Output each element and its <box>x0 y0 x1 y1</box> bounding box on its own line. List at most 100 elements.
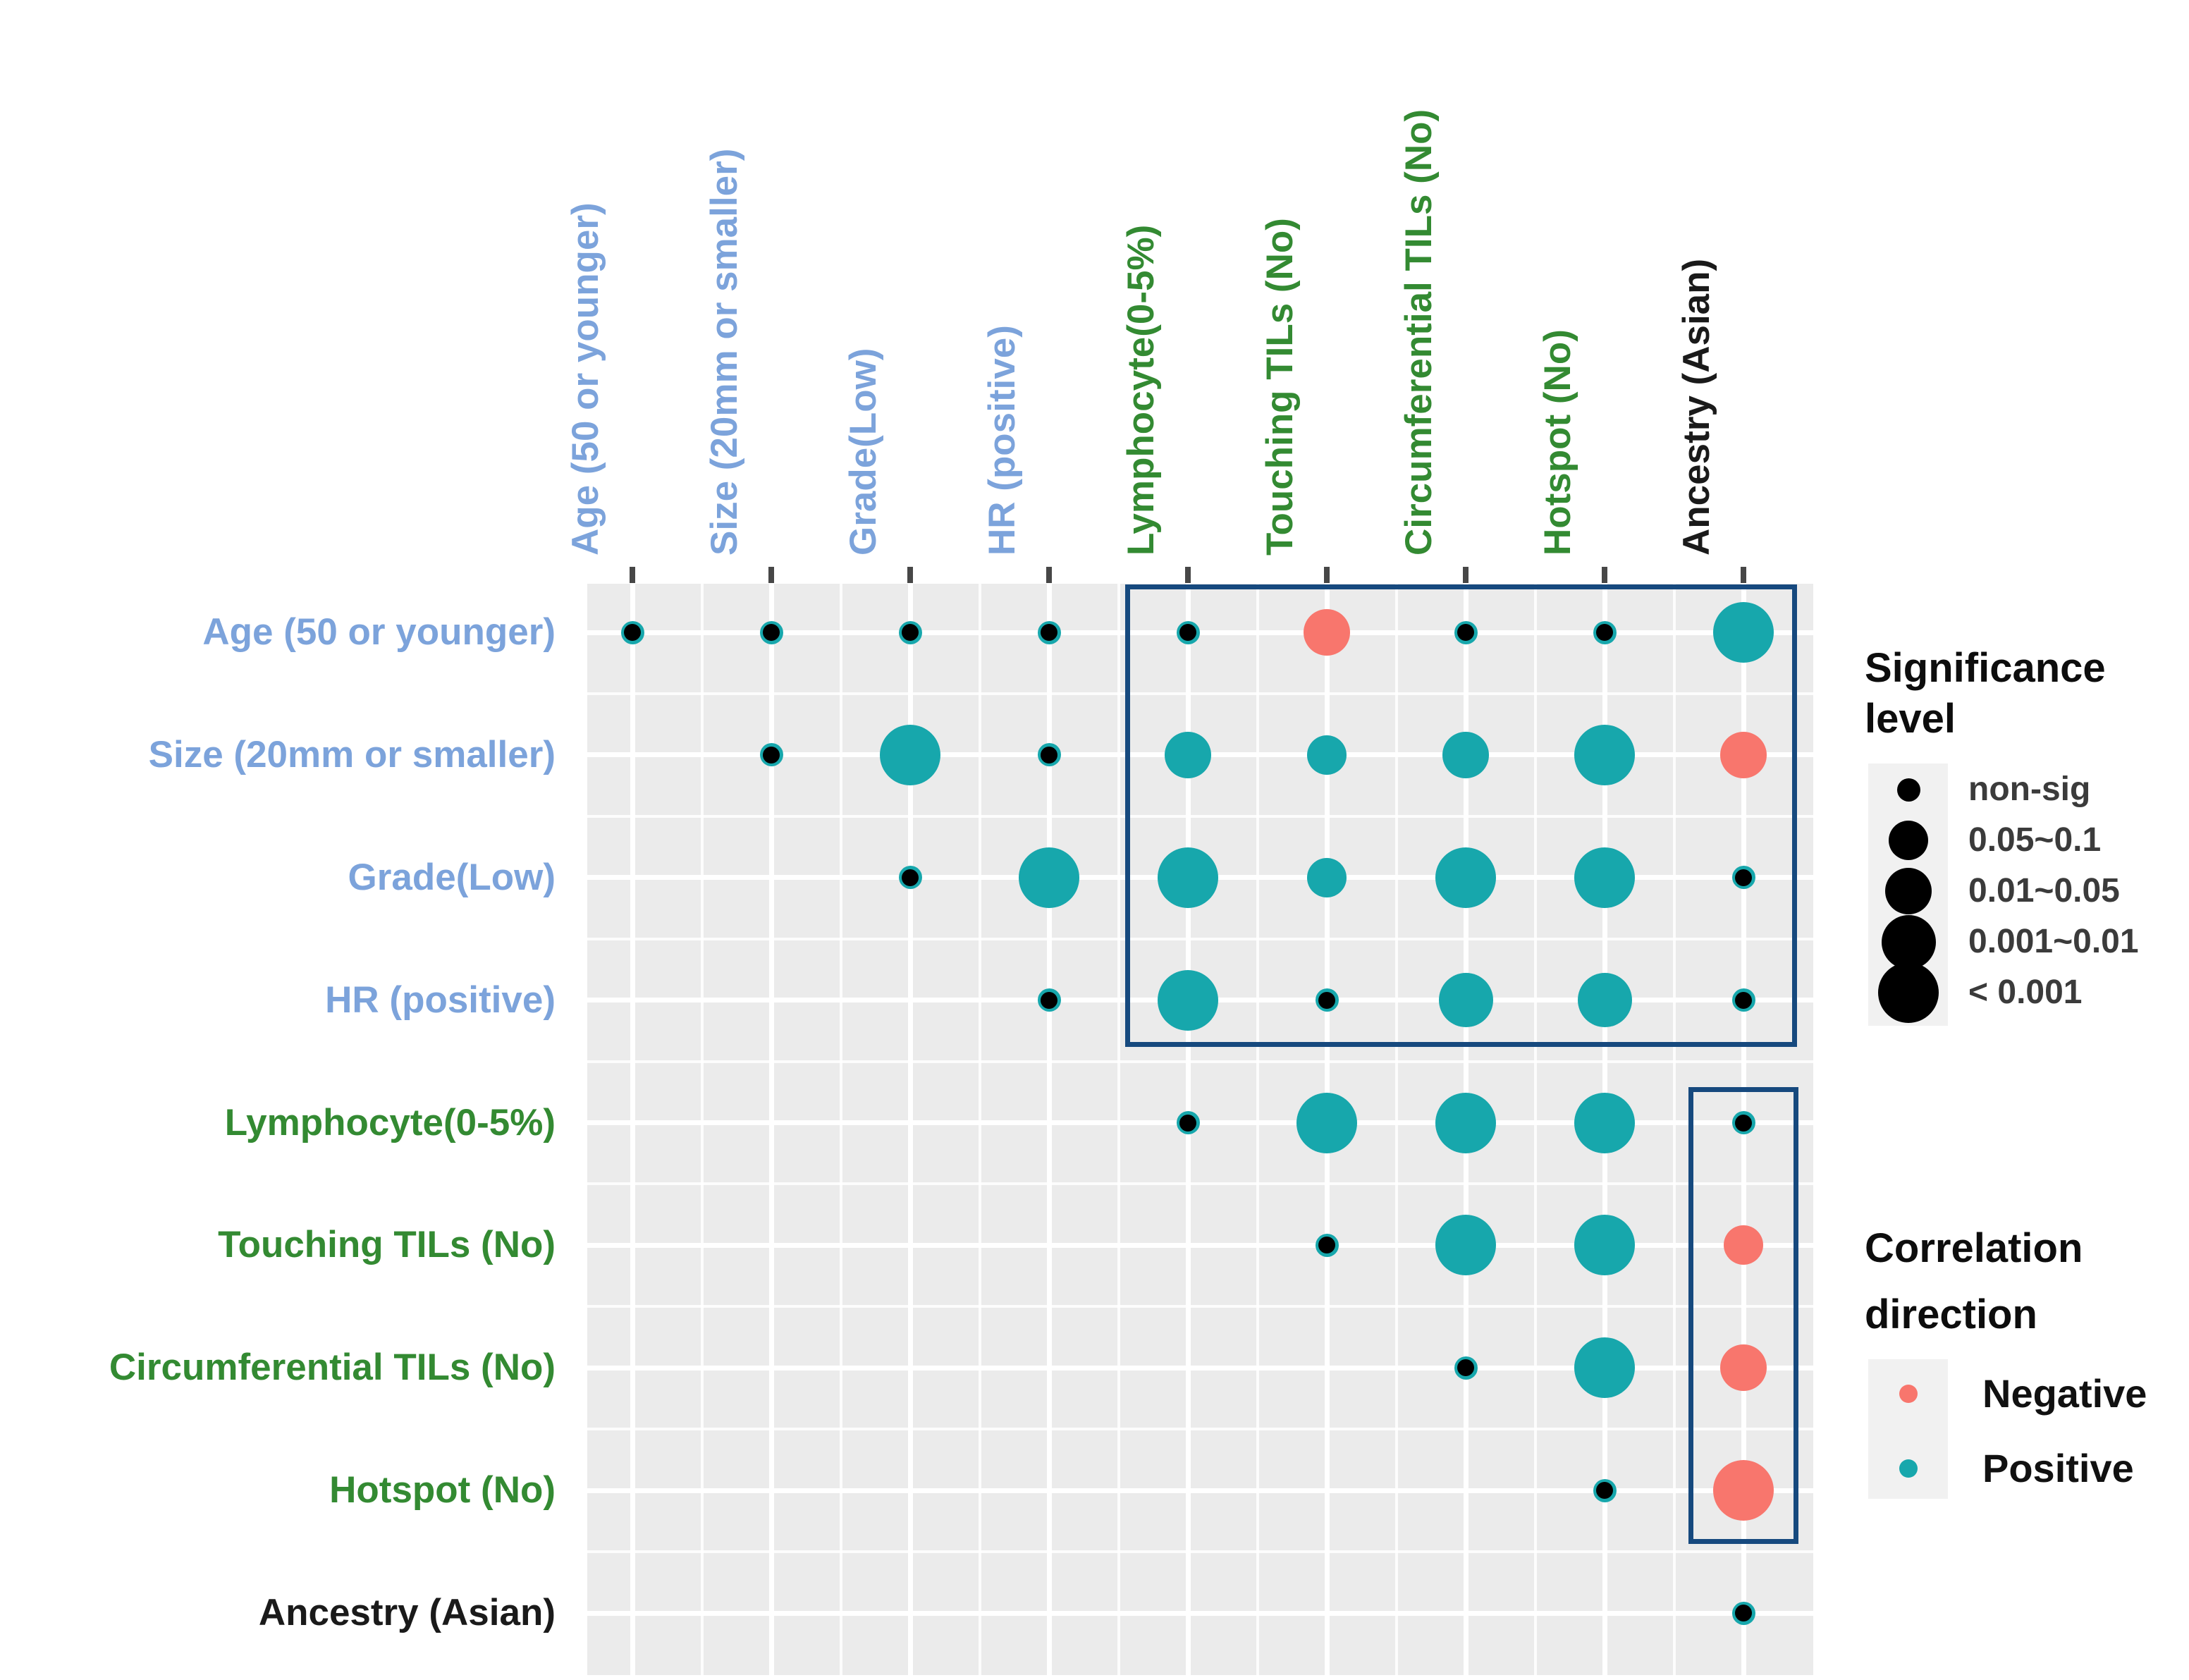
matrix-dot-nonsig <box>1735 1114 1752 1132</box>
matrix-dot-positive <box>1307 857 1347 897</box>
column-label: Ancestry (Asian) <box>1676 258 1717 556</box>
column-tick <box>907 567 913 583</box>
matrix-dot-positive <box>1574 724 1635 785</box>
matrix-dot-negative <box>1724 1225 1763 1265</box>
row-label: Touching TILs (No) <box>218 1224 556 1266</box>
column-label: Hotspot (No) <box>1537 329 1578 556</box>
matrix-dot-positive <box>1296 1092 1357 1153</box>
grid-major-hline <box>587 1488 1813 1493</box>
significance-legend-dot <box>1881 914 1936 969</box>
grid-major-vline <box>630 584 635 1675</box>
grid-minor-vline <box>839 584 842 1675</box>
matrix-dot-positive <box>1574 1215 1635 1276</box>
matrix-dot-positive <box>1435 847 1496 908</box>
grid-major-hline <box>587 630 1813 635</box>
grid-minor-vline <box>1256 584 1259 1675</box>
matrix-dot-positive <box>1574 1337 1635 1399</box>
row-label: Circumferential TILs (No) <box>109 1347 556 1389</box>
matrix-dot-positive <box>1435 1215 1496 1276</box>
matrix-dot-positive <box>1442 731 1489 778</box>
grid-major-hline <box>587 1365 1813 1371</box>
direction-legend-label: Negative <box>1982 1371 2147 1416</box>
grid-minor-hline <box>587 937 1813 940</box>
matrix-dot-nonsig <box>624 624 641 641</box>
significance-legend-title: Significance level <box>1865 643 2106 744</box>
column-label: Circumferential TILs (No) <box>1398 109 1440 556</box>
row-label: Ancestry (Asian) <box>258 1592 556 1633</box>
matrix-dot-negative <box>1720 731 1767 778</box>
column-tick <box>1324 567 1330 583</box>
matrix-dot-positive <box>1574 847 1635 908</box>
matrix-dot-nonsig <box>1596 1482 1613 1500</box>
matrix-dot-positive <box>1165 731 1211 778</box>
row-label: Age (50 or younger) <box>202 611 556 653</box>
matrix-dot-nonsig <box>1457 1359 1474 1377</box>
matrix-dot-negative <box>1720 1344 1767 1392</box>
matrix-dot-positive <box>1577 973 1632 1028</box>
matrix-dot-nonsig <box>902 624 919 641</box>
matrix-dot-nonsig <box>763 624 780 641</box>
direction-legend-label: Positive <box>1982 1446 2134 1490</box>
matrix-dot-nonsig <box>1735 991 1752 1009</box>
matrix-dot-nonsig <box>1735 869 1752 886</box>
significance-legend-label: 0.01~0.05 <box>1968 872 2120 909</box>
grid-minor-hline <box>587 1305 1813 1308</box>
matrix-dot-positive <box>1019 847 1079 908</box>
highlight-box <box>1688 1087 1798 1544</box>
row-label: Grade(Low) <box>348 856 556 898</box>
significance-legend-title-line1: Significance <box>1865 645 2106 691</box>
significance-legend-label: non-sig <box>1968 771 2091 808</box>
matrix-dot-nonsig <box>1179 624 1196 641</box>
column-tick <box>630 567 635 583</box>
matrix-dot-nonsig <box>1596 624 1613 641</box>
grid-minor-hline <box>587 692 1813 695</box>
matrix-dot-nonsig <box>1179 1114 1196 1132</box>
column-label: Grade(Low) <box>842 348 884 556</box>
column-tick <box>1602 567 1607 583</box>
significance-legend-title-line2: level <box>1865 696 1956 742</box>
significance-legend-label: < 0.001 <box>1968 974 2083 1011</box>
direction-legend-title: Correlation direction <box>1865 1215 2083 1348</box>
column-label: Size (20mm or smaller) <box>704 148 745 556</box>
direction-legend-dot-negative <box>1899 1385 1918 1403</box>
grid-major-hline <box>587 1242 1813 1248</box>
matrix-dot-nonsig <box>1041 746 1057 764</box>
grid-major-vline <box>907 584 913 1675</box>
column-tick <box>1046 567 1052 583</box>
grid-minor-vline <box>978 584 981 1675</box>
grid-minor-vline <box>700 584 704 1675</box>
grid-minor-hline <box>587 1182 1813 1186</box>
direction-legend-key-background <box>1868 1359 1948 1499</box>
matrix-dot-positive <box>1435 1092 1496 1153</box>
significance-legend-dot <box>1896 778 1920 802</box>
row-label: Size (20mm or smaller) <box>148 733 556 775</box>
matrix-dot-nonsig <box>1735 1605 1752 1621</box>
grid-minor-hline <box>587 1428 1813 1431</box>
row-label: Hotspot (No) <box>329 1469 556 1512</box>
grid-major-hline <box>587 1120 1813 1125</box>
matrix-dot-positive <box>1713 602 1774 663</box>
column-tick <box>768 567 774 583</box>
matrix-dot-positive <box>880 724 940 785</box>
matrix-dot-nonsig <box>763 746 780 764</box>
grid-minor-hline <box>587 1060 1813 1063</box>
grid-minor-hline <box>587 1550 1813 1554</box>
matrix-dot-negative <box>1713 1460 1774 1521</box>
highlight-box <box>1125 584 1797 1047</box>
column-label: Touching TILs (No) <box>1259 218 1301 556</box>
column-label: Lymphocyte(0-5%) <box>1120 224 1162 556</box>
significance-legend-dot <box>1878 962 1939 1023</box>
grid-major-vline <box>768 584 774 1675</box>
matrix-dot-nonsig <box>902 869 919 886</box>
grid-minor-vline <box>1394 584 1398 1675</box>
matrix-dot-nonsig <box>1041 991 1057 1009</box>
significance-legend-dot <box>1885 868 1932 914</box>
row-label: Lymphocyte(0-5%) <box>224 1101 556 1143</box>
grid-minor-vline <box>1533 584 1537 1675</box>
grid-minor-vline <box>1672 584 1676 1675</box>
grid-minor-vline <box>1117 584 1120 1675</box>
grid-major-vline <box>1046 584 1052 1675</box>
direction-legend-title-line2: direction <box>1865 1292 2037 1337</box>
column-label: HR (positive) <box>981 325 1023 556</box>
matrix-dot-positive <box>1438 973 1493 1028</box>
